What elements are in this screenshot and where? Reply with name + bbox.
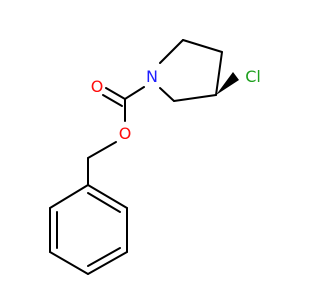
benzene-bond-6 (49, 184, 89, 209)
bond-n-c2 (159, 39, 184, 64)
carbamate-group (87, 86, 145, 159)
bond-co-double-1 (105, 87, 126, 100)
benzyl-group (49, 157, 128, 275)
benzene-bond-4 (49, 251, 89, 275)
stereo-wedge-bond (216, 72, 239, 95)
benzene-bond-3 (87, 251, 128, 275)
bond-c3-c4 (215, 51, 223, 96)
benzene-inner-bond-2 (87, 247, 121, 267)
pyrrolidine-ring (159, 39, 223, 102)
molecule-diagram: N O O Cl (49, 39, 261, 275)
bond-c2-c3 (182, 39, 223, 53)
bond-c5-n (159, 87, 175, 102)
bond-o-ch2 (87, 141, 117, 159)
chlorine-label: Cl (245, 67, 261, 86)
benzene-inner-bond-1 (87, 192, 121, 213)
carbonyl-oxygen-label: O (91, 77, 104, 96)
benzene-bond-1 (87, 184, 128, 209)
bond-n-carbonyl-c (124, 86, 145, 100)
nitrogen-label: N (146, 67, 158, 86)
bond-c4-c5 (173, 94, 217, 102)
bond-co-double-2 (102, 94, 123, 107)
ester-oxygen-label: O (119, 124, 132, 143)
